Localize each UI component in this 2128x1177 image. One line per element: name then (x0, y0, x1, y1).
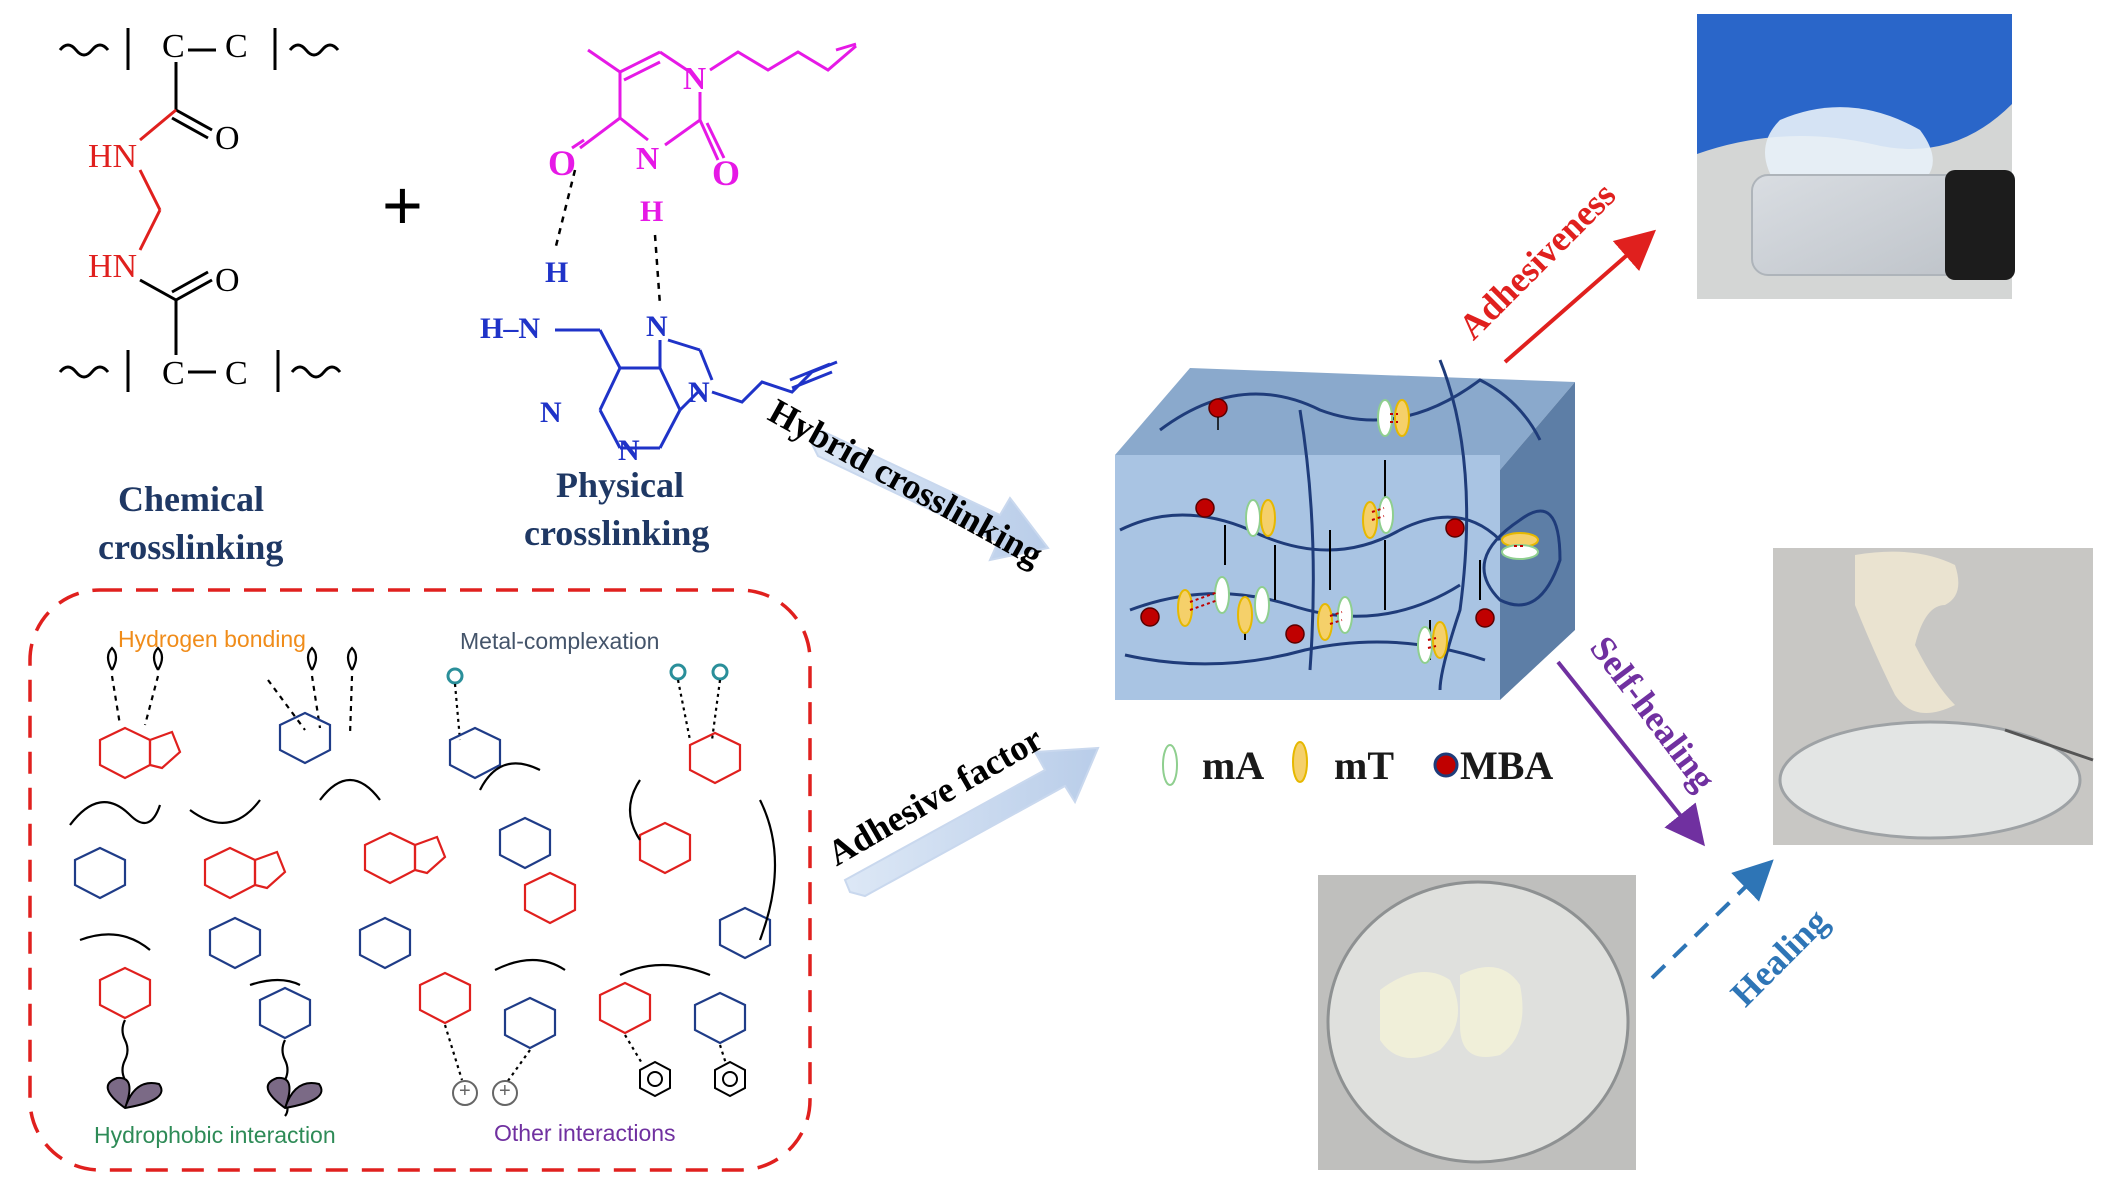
atom-o-2: O (215, 262, 240, 299)
legend-mba-label: MBA (1460, 743, 1554, 788)
other-interactions-title: Other interactions (494, 1120, 676, 1146)
photo-self-healing (1773, 548, 2094, 845)
cation-plus-2: + (499, 1080, 511, 1102)
hydrophobic-interaction-title: Hydrophobic interaction (94, 1122, 336, 1148)
atom-n-ma-1: N (646, 310, 668, 343)
legend-mba-glyph (1433, 752, 1459, 778)
atom-o-mt-1: O (548, 143, 577, 183)
hbond-dash-1 (553, 169, 577, 251)
atom-n-ma-2: N (688, 376, 710, 409)
atom-n-mt-1: N (683, 60, 707, 96)
legend-mt-glyph (1292, 741, 1308, 783)
healing-arrow (1650, 859, 1774, 980)
adhesive-arrow (843, 746, 1100, 898)
metal-complexation-title: Metal-complexation (460, 628, 660, 654)
hydrogen-bonding-title: Hydrogen bonding (118, 626, 306, 652)
cation-circle-1 (452, 1080, 478, 1106)
plus-sign: + (382, 166, 423, 244)
atom-hn-ma: H–N (480, 312, 540, 345)
atom-hn-2: HN (88, 248, 138, 285)
photo-adhesion (1697, 14, 2015, 299)
interactions-box (28, 588, 812, 1172)
cation-circle-2 (492, 1080, 518, 1106)
hybrid-arrow (808, 428, 1050, 562)
atom-hn-1: HN (88, 138, 138, 175)
ma-structure (555, 328, 838, 450)
physical-label-line1: Physical (556, 465, 685, 505)
cube-front-face (1115, 455, 1500, 700)
physical-label-line2: crosslinking (524, 513, 710, 553)
hydrophobic-lobe-2 (266, 1076, 323, 1110)
atom-c-bottom-1: C (162, 355, 185, 392)
hbond-dash-2 (653, 234, 662, 306)
cation-plus-1: + (459, 1080, 471, 1102)
cube-top-face (1115, 368, 1575, 470)
mba-structure (58, 28, 342, 392)
atom-n-ma-4: N (618, 434, 640, 467)
atom-n-mt-2: N (636, 140, 660, 176)
chemical-label-line2: crosslinking (98, 527, 284, 567)
atom-o-1: O (215, 120, 240, 157)
mt-structure (571, 42, 857, 161)
chemical-label-line1: Chemical (118, 479, 264, 519)
atom-n-ma-3: N (540, 396, 562, 429)
legend-mt-label: mT (1334, 743, 1394, 788)
adhesiveness-arrow (1503, 229, 1657, 364)
atom-h-ma: H (545, 256, 569, 289)
atom-h-mt: H (640, 195, 664, 228)
atom-o-mt-2: O (712, 153, 741, 193)
legend-ma-label: mA (1202, 743, 1265, 788)
atom-c-top-2: C (225, 28, 248, 65)
photo-healing (1318, 875, 1636, 1170)
atom-c-bottom-2: C (225, 355, 248, 392)
interaction-sketches (69, 646, 777, 1117)
atom-c-top-1: C (162, 28, 185, 65)
benzene-rings (639, 1060, 746, 1098)
self-healing-arrow (1556, 660, 1705, 847)
hydrophobic-lobe-1 (106, 1076, 163, 1110)
legend-ma-glyph (1162, 744, 1178, 786)
hydrogel-cube (1115, 359, 1575, 700)
